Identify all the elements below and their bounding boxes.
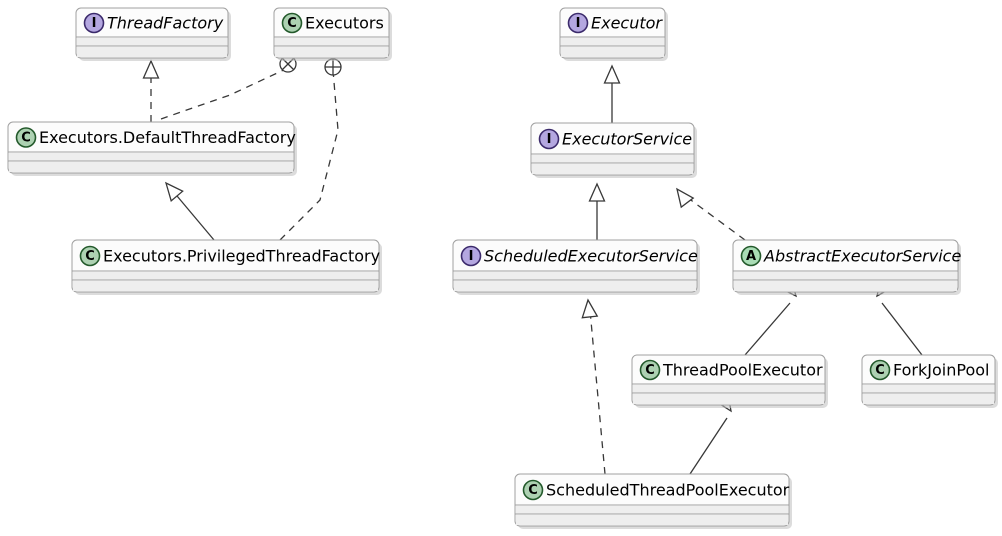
class-box[interactable]: I Executor <box>559 7 668 61</box>
hollow-triangle-arrowhead <box>603 65 621 84</box>
edge-nested-class <box>157 55 297 121</box>
class-icon <box>15 127 37 148</box>
class-box[interactable]: C ScheduledThreadPoolExecutor <box>514 473 792 529</box>
stereotype-letter: I <box>92 16 97 31</box>
edge-realization <box>142 60 160 122</box>
class-name-label: Executors <box>305 14 384 33</box>
class-name-label: ScheduledThreadPoolExecutor <box>546 481 790 500</box>
edge-realization <box>670 183 746 241</box>
class-name-label: ThreadPoolExecutor <box>662 361 823 380</box>
class-name-label: Executors.PrivilegedThreadFactory <box>103 247 380 266</box>
class-name-label: ScheduledExecutorService <box>484 247 698 266</box>
stereotype-letter: I <box>547 132 552 147</box>
class-name-label: ThreadFactory <box>107 14 224 33</box>
class-name-label: Executor <box>591 14 663 33</box>
edge-generalization <box>744 277 803 356</box>
hollow-triangle-arrowhead <box>588 183 606 202</box>
edge-realization <box>579 298 606 475</box>
class-name-label: AbstractExecutorService <box>763 247 961 266</box>
class-icon <box>639 359 661 381</box>
class-name-label: Executors.DefaultThreadFactory <box>39 128 296 147</box>
interface-icon <box>460 245 482 267</box>
class-icon <box>869 359 891 381</box>
edge-line <box>589 309 606 475</box>
hollow-triangle-arrowhead <box>670 183 694 208</box>
edge-line <box>881 302 923 356</box>
class-box[interactable]: C Executors.DefaultThreadFactory <box>7 121 297 176</box>
edge-line <box>171 189 215 241</box>
class-box[interactable]: C Executors.PrivilegedThreadFactory <box>71 239 382 295</box>
edge-generalization <box>870 277 923 356</box>
stereotype-letter: I <box>576 16 581 31</box>
edge-line <box>744 302 791 356</box>
interface-icon <box>567 12 589 34</box>
edge-line <box>689 417 728 475</box>
stereotype-letter: C <box>85 249 95 264</box>
circle-plus-icon <box>324 58 342 76</box>
class-icon <box>522 479 544 501</box>
interface-icon <box>538 128 560 150</box>
edge-line <box>683 194 746 241</box>
hollow-triangle-arrowhead <box>579 298 598 319</box>
edge-generalization <box>603 65 621 123</box>
edge-line <box>279 69 339 241</box>
stereotype-letter: C <box>287 16 297 31</box>
stereotype-letter: C <box>21 131 31 146</box>
class-box[interactable]: C ForkJoinPool <box>861 354 998 408</box>
edge-generalization <box>588 183 606 240</box>
class-box[interactable]: C Executors <box>273 7 392 61</box>
stereotype-letter: A <box>746 249 756 264</box>
stereotype-letter: C <box>875 363 885 378</box>
class-box[interactable]: I ScheduledExecutorService <box>452 239 700 295</box>
class-box[interactable]: C ThreadPoolExecutor <box>631 354 828 408</box>
class-name-label: ForkJoinPool <box>893 361 989 380</box>
class-box[interactable]: A AbstractExecutorService <box>732 239 961 295</box>
edge-generalization <box>159 177 215 241</box>
hollow-triangle-arrowhead <box>142 60 160 79</box>
class-box[interactable]: I ExecutorService <box>530 122 697 178</box>
abstract-class-icon <box>740 245 762 267</box>
edge-generalization <box>689 392 738 475</box>
class-box[interactable]: I ThreadFactory <box>75 7 231 61</box>
hollow-triangle-arrowhead <box>159 177 184 202</box>
class-name-label: ExecutorService <box>562 130 692 149</box>
stereotype-letter: C <box>645 363 655 378</box>
edge-line <box>157 67 289 121</box>
class-icon <box>281 12 303 34</box>
interface-icon <box>83 12 105 34</box>
stereotype-letter: I <box>469 249 474 264</box>
stereotype-letter: C <box>528 483 538 498</box>
class-icon <box>79 245 101 267</box>
